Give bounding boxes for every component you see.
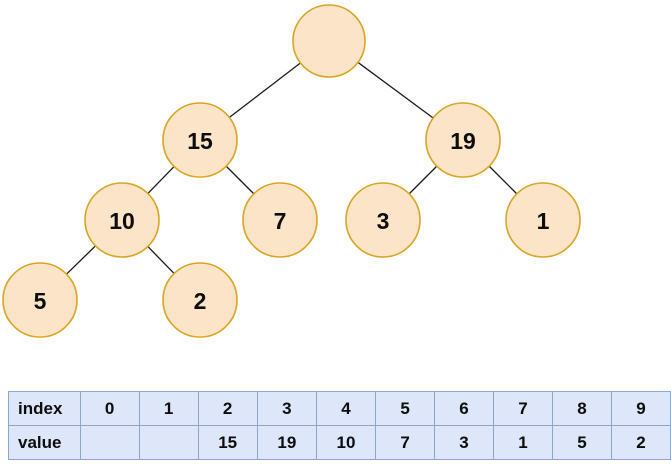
- tree-edge-root-to-n15: [229, 62, 301, 118]
- tree-node-label-n1: 1: [537, 208, 550, 234]
- value-cell-9: 2: [610, 425, 671, 460]
- tree-node-label-n7: 7: [274, 208, 287, 234]
- tree-node-n10[interactable]: 10: [84, 182, 160, 258]
- tree-edge-n10-to-n2: [147, 246, 175, 274]
- tree-node-label-n10: 10: [109, 208, 135, 234]
- index-cell-5: 5: [375, 391, 436, 426]
- value-cell-2: 15: [197, 425, 258, 460]
- value-cell-1: [138, 425, 199, 460]
- tree-node-circle-n7: [242, 182, 318, 258]
- index-cell-7: 7: [493, 391, 553, 426]
- value-cell-4: 10: [315, 425, 377, 460]
- value-cell-8: 5: [551, 425, 612, 460]
- index-cell-1: 1: [138, 391, 199, 426]
- index-cell-4: 4: [315, 391, 377, 426]
- tree-node-label-n15: 15: [187, 128, 213, 154]
- tree-node-n1[interactable]: 1: [505, 182, 581, 258]
- tree-edge-n15-to-n10: [147, 166, 175, 194]
- index-cell-6: 6: [434, 391, 495, 426]
- index-cell-8: 8: [551, 391, 612, 426]
- tree-node-n2[interactable]: 2: [162, 262, 238, 338]
- index-cell-2: 2: [197, 391, 258, 426]
- tree-node-circle-n15: [162, 102, 238, 178]
- tree-node-label-n5: 5: [34, 288, 47, 314]
- tree-node-n5[interactable]: 5: [2, 262, 78, 338]
- tree-node-n19[interactable]: 19: [425, 102, 501, 178]
- value-cell-5: 7: [375, 425, 436, 460]
- value-cell-3: 19: [256, 425, 317, 460]
- tree-node-label-n19: 19: [450, 128, 476, 154]
- tree-node-circle-n1: [505, 182, 581, 258]
- tree-node-n3[interactable]: 3: [345, 182, 421, 258]
- tree-node-circle-n3: [345, 182, 421, 258]
- value-cell-7: 1: [493, 425, 553, 460]
- row-header-value: value: [8, 425, 81, 460]
- tree-edge-root-to-n19: [357, 62, 434, 119]
- tree-node-label-n3: 3: [377, 208, 390, 234]
- tree-node-circle-n2: [162, 262, 238, 338]
- tree-edge-n19-to-n3: [409, 166, 437, 194]
- tree-node-n15[interactable]: 15: [162, 102, 238, 178]
- tree-node-label-n2: 2: [194, 288, 207, 314]
- index-cell-3: 3: [256, 391, 317, 426]
- row-header-index: index: [8, 391, 81, 426]
- tree-node-n7[interactable]: 7: [242, 182, 318, 258]
- tree-edge-n10-to-n5: [66, 245, 96, 275]
- value-cell-0: [79, 425, 140, 460]
- index-cell-0: 0: [79, 391, 140, 426]
- tree-node-circle-root: [292, 4, 366, 78]
- tree-node-root[interactable]: [292, 4, 366, 78]
- tree-edge-n15-to-n7: [226, 166, 254, 194]
- index-cell-9: 9: [610, 391, 671, 426]
- tree-node-circle-n10: [84, 182, 160, 258]
- value-cell-6: 3: [434, 425, 495, 460]
- tree-edges-group: [66, 62, 517, 275]
- tree-node-circle-n5: [2, 262, 78, 338]
- tree-node-circle-n19: [425, 102, 501, 178]
- tree-edge-n19-to-n1: [489, 166, 517, 194]
